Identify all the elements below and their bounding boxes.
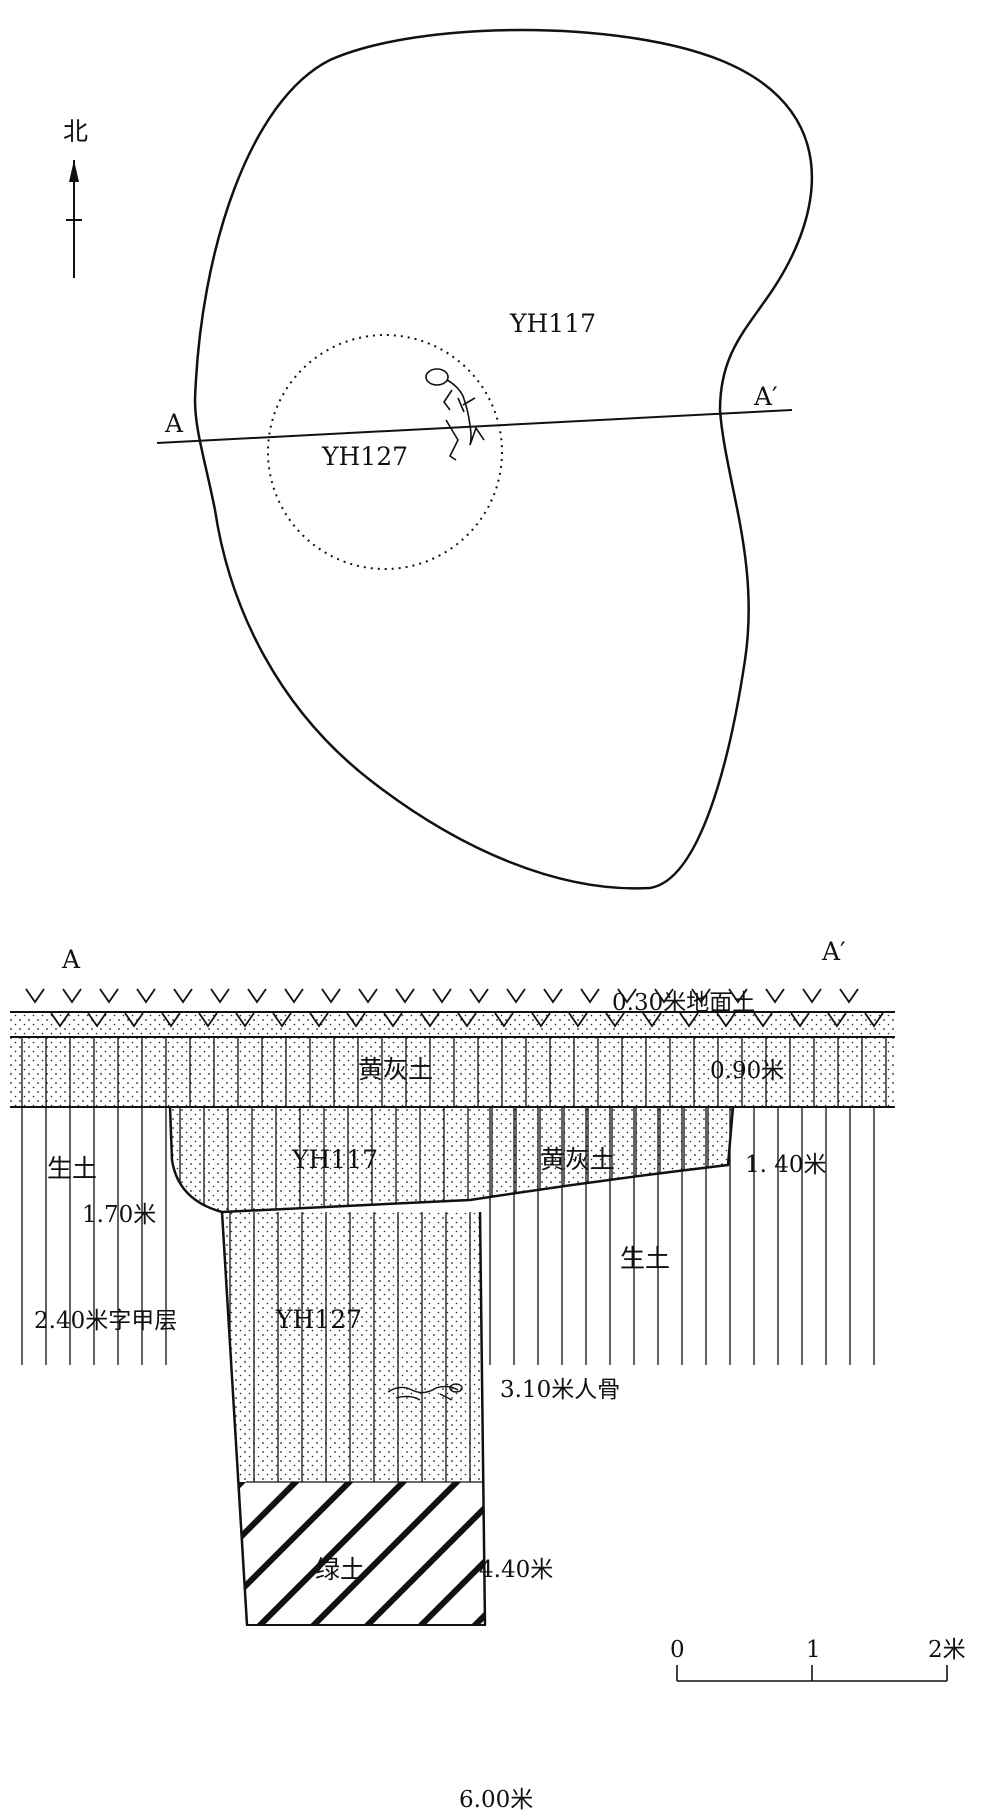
surface-soil-mark bbox=[506, 988, 526, 1004]
surface-soil-mark bbox=[679, 1012, 699, 1028]
north-label: 北 bbox=[63, 117, 88, 146]
section-line bbox=[156, 409, 793, 444]
surface-soil-mark bbox=[235, 1012, 255, 1028]
surface-soil-mark bbox=[124, 1012, 144, 1028]
section-end-label: A′ bbox=[821, 937, 846, 966]
surface-soil-mark bbox=[839, 988, 859, 1004]
surface-soil-mark bbox=[432, 988, 452, 1004]
surface-soil-mark bbox=[87, 1012, 107, 1028]
surface-soil-mark bbox=[827, 1012, 847, 1028]
surface-soil-mark bbox=[395, 988, 415, 1004]
surface-soil-mark bbox=[272, 1012, 292, 1028]
surface-soil-mark bbox=[247, 988, 267, 1004]
pit-yh127-label: YH127 bbox=[275, 1305, 362, 1334]
surface-soil-mark bbox=[642, 1012, 662, 1028]
surface-soil-mark bbox=[728, 988, 748, 1004]
section-start-label: A bbox=[61, 945, 81, 974]
green-soil-layer bbox=[222, 1482, 485, 1625]
depth-600-label: 6.00米 bbox=[459, 1787, 533, 1811]
bones-label: 3.10米人骨 bbox=[500, 1377, 620, 1403]
surface-soil-mark bbox=[716, 1012, 736, 1028]
surface-soil-mark bbox=[210, 988, 230, 1004]
surface-soil-mark bbox=[765, 988, 785, 1004]
surface-soil-mark bbox=[790, 1012, 810, 1028]
surface-soil-mark bbox=[864, 1012, 884, 1028]
surface-soil-mark bbox=[654, 988, 674, 1004]
pit-yh127-outline bbox=[267, 334, 503, 570]
surface-soil-label: 0.30米地面土 bbox=[612, 990, 755, 1016]
pit-yh127-fill bbox=[222, 1212, 485, 1625]
surface-soil-mark bbox=[161, 1012, 181, 1028]
surface-soil-mark bbox=[136, 988, 156, 1004]
scale-tick-2: 2米 bbox=[928, 1637, 966, 1663]
surface-soil-mark bbox=[457, 1012, 477, 1028]
section-start-label: A bbox=[164, 409, 184, 438]
surface-soil-mark bbox=[99, 988, 119, 1004]
depth-440-label: 4.40米 bbox=[479, 1557, 553, 1583]
surface-soil-marks bbox=[25, 988, 884, 1028]
natural-soil-left-label: 生土 bbox=[47, 1154, 97, 1183]
pit-yh117-outline bbox=[193, 28, 814, 890]
scale-bar: 0 1 2米 bbox=[670, 1637, 966, 1682]
oracle-layer-label: 2.40米字甲层 bbox=[34, 1308, 177, 1334]
surface-soil-mark bbox=[605, 1012, 625, 1028]
surface-soil-mark bbox=[531, 1012, 551, 1028]
natural-soil-left bbox=[21, 1107, 167, 1365]
scale-tick-1: 1 bbox=[806, 1637, 821, 1663]
surface-soil-mark bbox=[543, 988, 563, 1004]
pit-yh117-boundary bbox=[168, 1106, 735, 1214]
surface-soil-mark bbox=[420, 1012, 440, 1028]
surface-soil-mark bbox=[173, 988, 193, 1004]
surface-soil-mark bbox=[580, 988, 600, 1004]
pit-inner-label: YH127 bbox=[321, 442, 408, 471]
skeleton-icon bbox=[425, 368, 485, 461]
green-soil-label: 绿土 bbox=[315, 1555, 365, 1584]
surface-soil-mark bbox=[617, 988, 637, 1004]
surface-soil-mark bbox=[50, 1012, 70, 1028]
surface-soil-mark bbox=[198, 1012, 218, 1028]
surface-soil-mark bbox=[25, 988, 45, 1004]
surface-soil-mark bbox=[691, 988, 711, 1004]
plan-view: 北 YH117 YH127 A A′ bbox=[63, 28, 814, 890]
north-arrow: 北 bbox=[63, 117, 88, 278]
pit-yh127-boundary bbox=[220, 1211, 487, 1626]
yellow-gray-layer bbox=[10, 1012, 895, 1107]
yellow-gray-depth-label: 0.90米 bbox=[710, 1058, 784, 1084]
scale-tick-0: 0 bbox=[670, 1637, 685, 1663]
surface-soil-mark bbox=[346, 1012, 366, 1028]
surface-soil-mark bbox=[494, 1012, 514, 1028]
section-view: A A′ 0.30米地面土 黄灰土 0.90米 生土 YH117 黄灰土 1. … bbox=[10, 937, 895, 1813]
surface-soil-mark bbox=[358, 988, 378, 1004]
surface-soil-mark bbox=[284, 988, 304, 1004]
surface-soil-mark bbox=[753, 1012, 773, 1028]
natural-soil-right-label: 生土 bbox=[620, 1244, 670, 1273]
pit-yh117-label: YH117 bbox=[291, 1145, 378, 1174]
surface-soil-mark bbox=[62, 988, 82, 1004]
surface-soil-mark bbox=[321, 988, 341, 1004]
surface-soil-mark bbox=[309, 1012, 329, 1028]
depth-140-label: 1. 40米 bbox=[745, 1152, 827, 1178]
bones-icon bbox=[387, 1383, 463, 1401]
section-end-label: A′ bbox=[753, 382, 778, 411]
pit-outer-label: YH117 bbox=[509, 309, 596, 338]
surface-soil-mark bbox=[383, 1012, 403, 1028]
surface-soil-mark bbox=[802, 988, 822, 1004]
pit-yh117-fill-label: 黄灰土 bbox=[540, 1145, 615, 1174]
surface-soil-mark bbox=[469, 988, 489, 1004]
depth-170-label: 1.70米 bbox=[82, 1202, 156, 1228]
surface-soil-mark bbox=[568, 1012, 588, 1028]
yellow-gray-label: 黄灰土 bbox=[358, 1055, 433, 1084]
